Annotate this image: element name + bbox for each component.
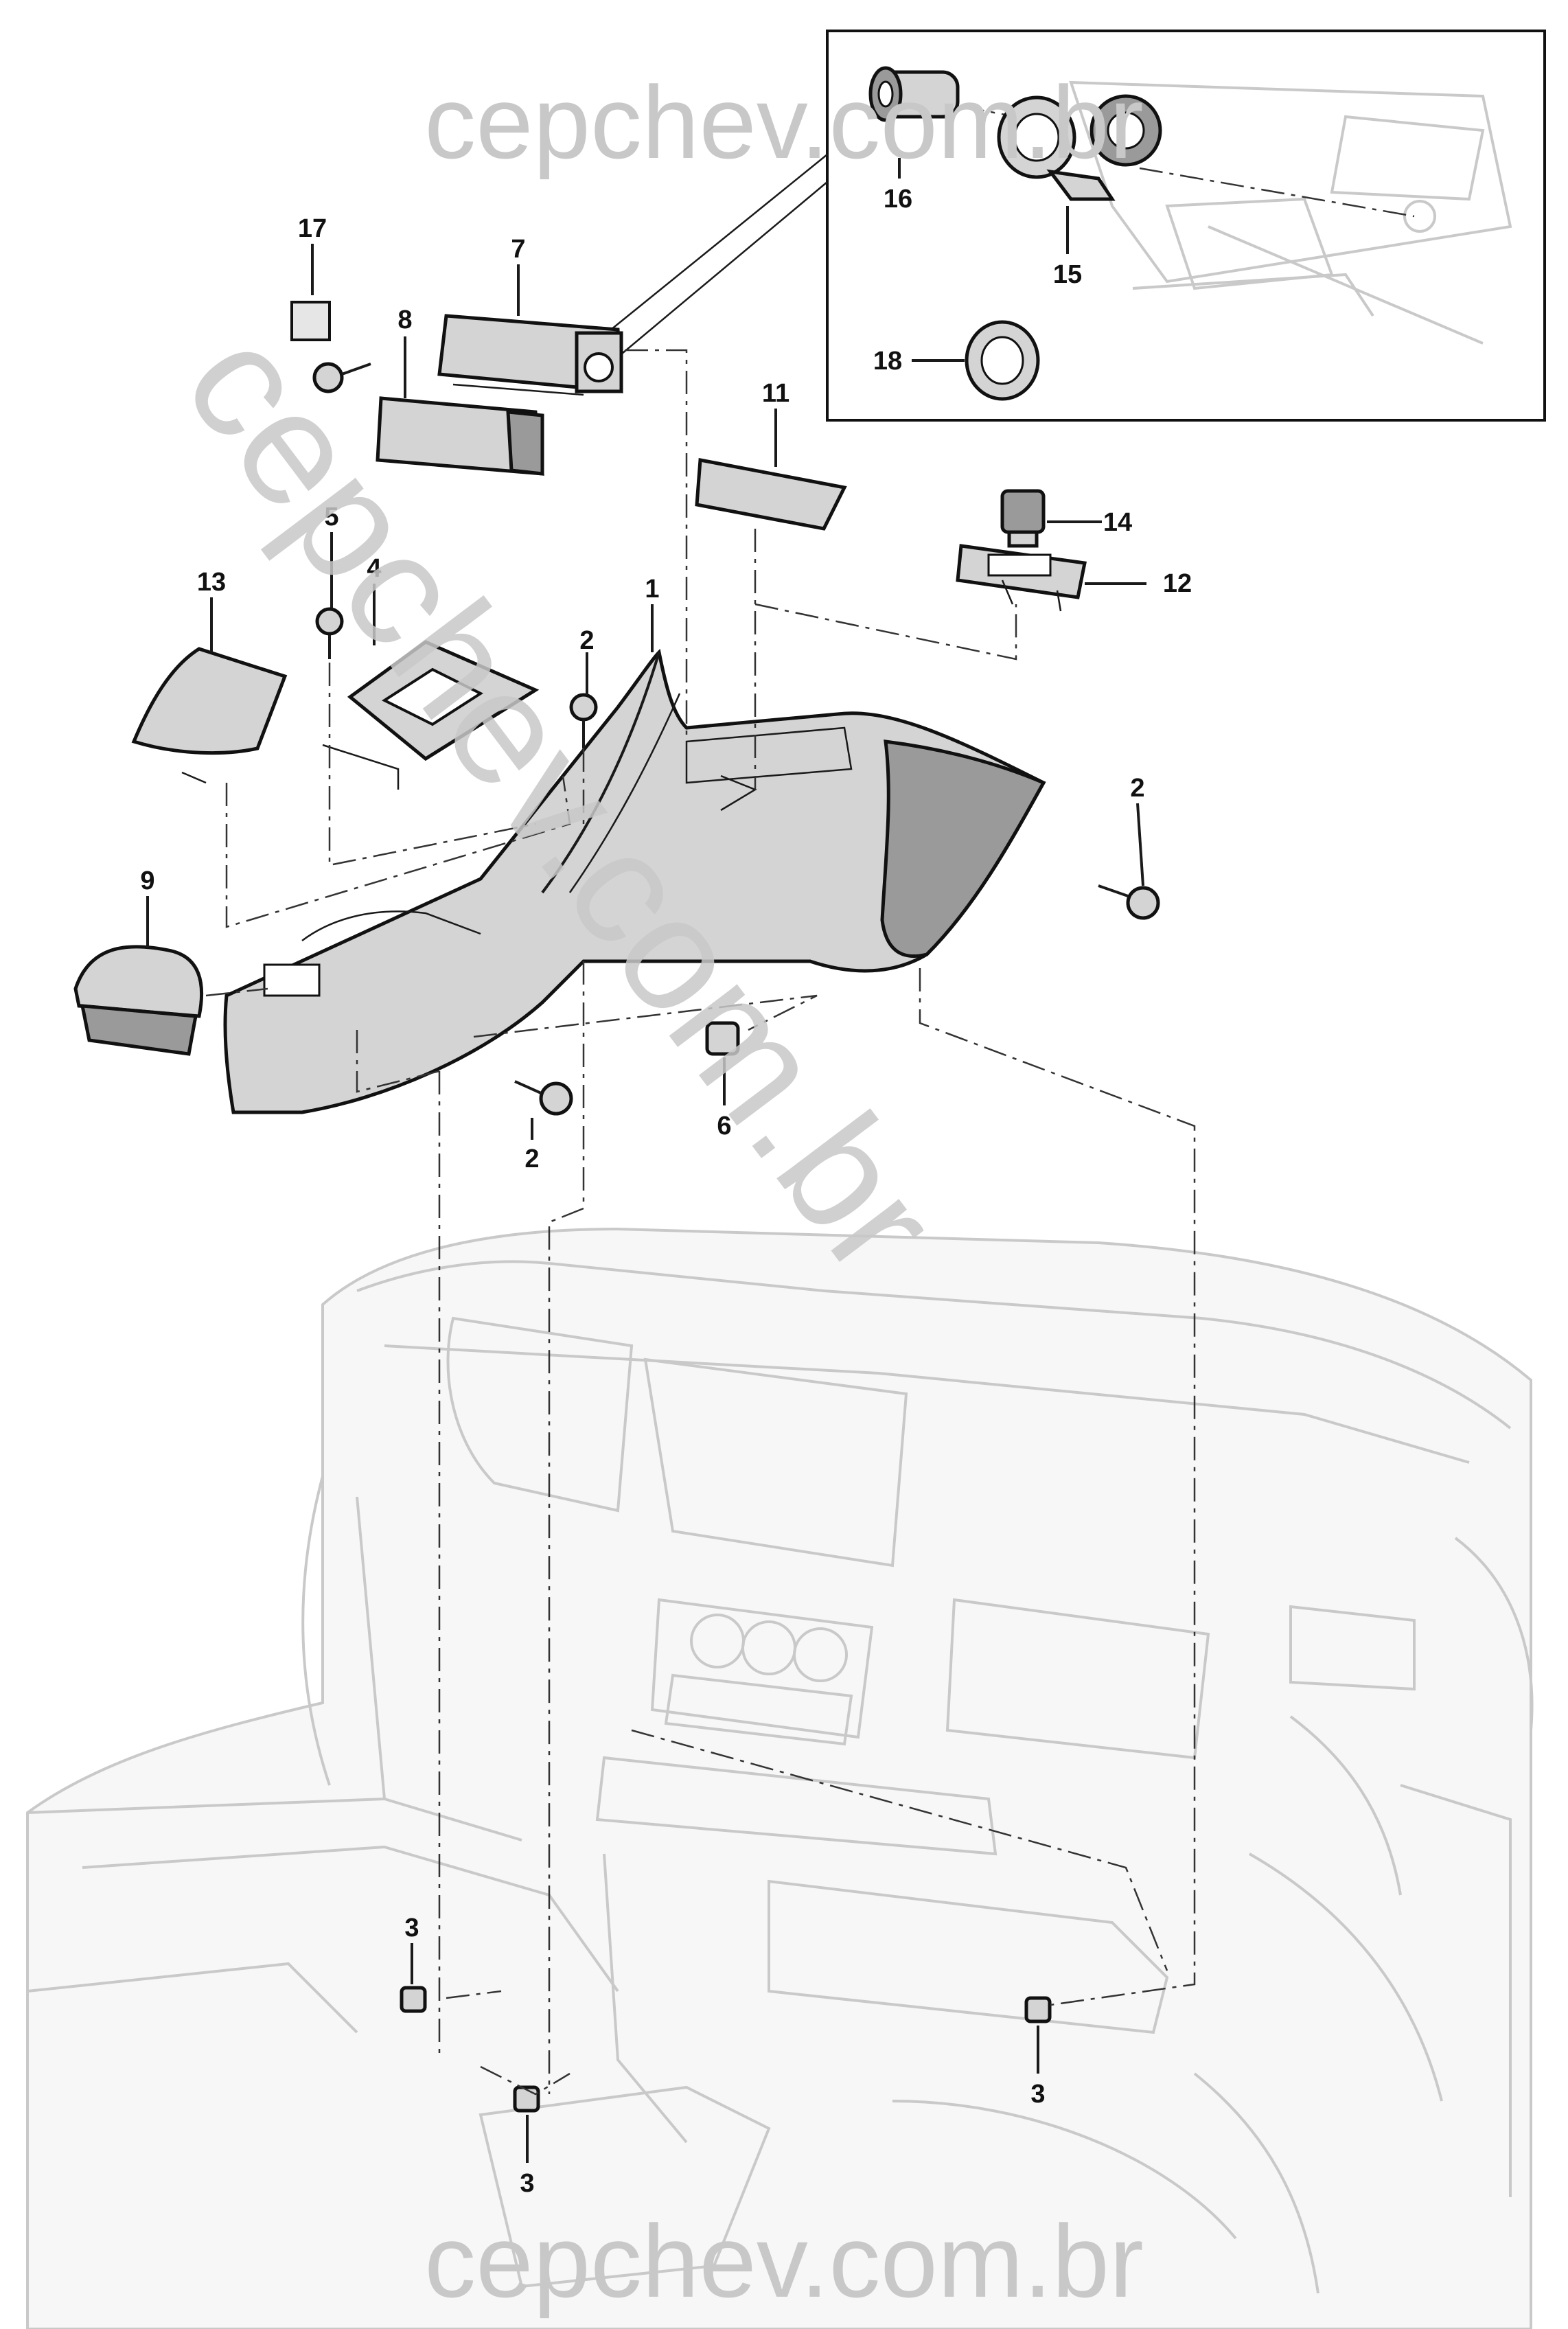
part-1-center-console [223, 648, 1046, 1114]
part-7-trim-panel [437, 314, 623, 396]
callout-1: 1 [645, 575, 659, 604]
callout-5: 5 [324, 503, 338, 531]
callout-16: 16 [884, 185, 912, 214]
part-16-lighter [868, 66, 1017, 122]
callout-9: 9 [140, 867, 154, 895]
callout-3: 3 [520, 2169, 534, 2198]
part-15-socket [997, 94, 1162, 201]
callout-2: 2 [579, 626, 594, 655]
part-5-screw [315, 607, 344, 659]
assembly-guide-lines [205, 349, 1196, 2096]
part-12-switch-bezel [956, 544, 1087, 612]
part-6-clip [705, 1021, 740, 1056]
part-2-screws [514, 693, 1160, 1116]
callout-4: 4 [367, 554, 381, 583]
callout-3: 3 [1030, 2080, 1045, 2109]
callout-2: 2 [524, 1145, 539, 1173]
part-17-pad [290, 301, 371, 393]
callout-8: 8 [397, 306, 412, 334]
part-9-ashtray [73, 945, 204, 1056]
callout-7: 7 [511, 235, 525, 264]
part-13-side-cover [131, 647, 288, 784]
callout-3: 3 [404, 1914, 419, 1942]
part-11-cover [695, 458, 847, 531]
leader-lines [146, 158, 1146, 2163]
callout-14: 14 [1103, 508, 1132, 537]
watermark-top: cepchev.com.br [424, 65, 1144, 180]
vehicle-interior-background [26, 1227, 1534, 2329]
part-18-ring [965, 320, 1040, 401]
callout-11: 11 [762, 379, 789, 408]
callout-2: 2 [1130, 774, 1144, 803]
part-8-tray [376, 396, 544, 476]
callout-6: 6 [717, 1112, 731, 1140]
callout-labels: 1 2 2 2 3 3 3 4 5 6 7 8 9 11 12 13 14 15… [140, 185, 1192, 2198]
part-4-shift-bezel [322, 640, 540, 790]
callout-12: 12 [1163, 569, 1192, 598]
callout-18: 18 [873, 347, 902, 376]
callout-13: 13 [197, 568, 226, 597]
callout-17: 17 [298, 214, 327, 243]
watermark-bottom: cepchev.com.br [424, 2203, 1144, 2319]
callout-15: 15 [1053, 260, 1082, 289]
part-14-switch [1000, 489, 1046, 548]
